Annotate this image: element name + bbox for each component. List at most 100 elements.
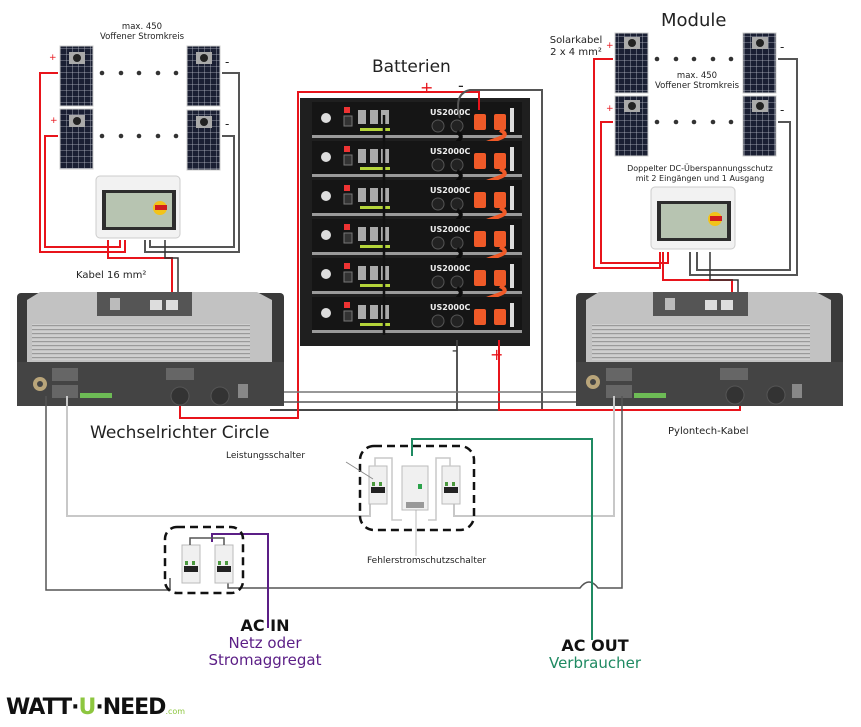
polarity-minus-label: -	[225, 117, 230, 131]
battery-model-label: US2000C	[430, 303, 471, 312]
battery-minus-bottom: -	[452, 343, 458, 359]
left-dc-combiner-box	[95, 175, 181, 239]
can-port	[370, 266, 378, 280]
power-button	[321, 152, 331, 162]
right-ac-in-wire	[227, 396, 623, 589]
left-modules-note: max. 450 Voffener Stromkreis	[92, 22, 192, 42]
soc-leds	[360, 245, 390, 248]
right-modules-note-line1: max. 450	[676, 71, 718, 81]
circuit-breaker-label: Leistungsschalter	[226, 451, 306, 461]
negative-terminal	[450, 275, 464, 289]
rack-handle	[510, 303, 514, 327]
battery-module: US2000C	[312, 258, 522, 317]
polarity-minus-label: -	[225, 55, 230, 69]
positive-connector	[474, 153, 486, 169]
reset-switch	[343, 232, 353, 244]
left-modules-note-line1: max. 450	[121, 22, 163, 32]
positive-connector	[494, 153, 506, 169]
ac-out-heading-left: AC	[561, 636, 586, 655]
ac-in-heading-right: IN	[270, 616, 290, 635]
solar-panel	[742, 95, 777, 157]
solar-panel	[186, 45, 221, 107]
negative-terminal	[450, 197, 464, 211]
battery-model-label: US2000C	[430, 147, 471, 156]
battery-negative-top-wire	[270, 89, 543, 411]
series-dots	[654, 56, 734, 125]
circuit-breaker	[368, 465, 388, 505]
battery-rack: US2000CUS2000CUS2000CUS2000CUS2000CUS200…	[300, 98, 530, 346]
can-port	[370, 110, 378, 124]
rack-handle	[510, 108, 514, 132]
soc-leds	[360, 167, 390, 170]
batteries-title: Batterien	[372, 57, 451, 77]
rs485-port	[358, 110, 366, 124]
power-button	[321, 230, 331, 240]
ac-out-heading-right: OUT	[591, 636, 629, 655]
solar-panel	[186, 109, 221, 171]
polarity-minus-label: -	[780, 40, 785, 54]
left-ac-out-wire	[66, 396, 371, 517]
pv-positive-wire-2	[600, 121, 669, 264]
power-button	[321, 113, 331, 123]
positive-connector	[494, 114, 506, 130]
right-modules-note-line2: Voffener Stromkreis	[654, 81, 740, 91]
ac-out-wire	[411, 438, 593, 640]
rs485-port	[358, 149, 366, 163]
solar-panel	[742, 32, 777, 94]
battery-rail	[312, 291, 522, 294]
positive-connector	[474, 114, 486, 130]
ac-in-heading: AC IN	[195, 616, 335, 635]
negative-terminal	[450, 314, 464, 328]
right-dc-combiner-box	[650, 186, 736, 250]
soc-leds	[360, 128, 390, 131]
rack-handle	[510, 186, 514, 210]
battery-rail	[312, 330, 522, 333]
reset-switch	[343, 193, 353, 205]
reset-switch	[343, 310, 353, 322]
battery-module: US2000C	[312, 102, 522, 161]
reset-switch	[343, 154, 353, 166]
pv-negative-wire-1	[144, 72, 240, 253]
battery-module: US2000C	[312, 180, 522, 239]
solar-panel	[614, 32, 649, 94]
negative-terminal	[431, 119, 445, 133]
battery-rail	[312, 213, 522, 216]
battery-positive-top-wire	[297, 91, 480, 378]
rs485-port	[358, 305, 366, 319]
positive-connector	[494, 192, 506, 208]
left-inverter	[17, 292, 284, 406]
battery-minus-top: -	[458, 76, 464, 95]
battery-negative-bottom-wire	[270, 340, 458, 411]
dip-switch	[344, 302, 350, 308]
battery-plus-bottom: +	[490, 345, 504, 364]
battery-rail	[312, 174, 522, 177]
negative-terminal	[431, 314, 445, 328]
can-port	[370, 227, 378, 241]
right-ac-out-wire	[453, 396, 615, 517]
solar-cable-label: Solarkabel 2 x 4 mm²	[540, 35, 612, 59]
polarity-plus-label: +	[49, 53, 57, 63]
left-ac-in-wire	[45, 396, 171, 591]
polarity-minus-label: -	[780, 103, 785, 117]
rack-handle	[510, 225, 514, 249]
ac-in-heading-left: AC	[240, 616, 265, 635]
residual-current-device	[401, 465, 429, 511]
circuit-breaker	[181, 544, 201, 584]
dip-switch	[344, 185, 350, 191]
polarity-plus-label: +	[606, 104, 614, 114]
negative-terminal	[450, 236, 464, 250]
battery-module: US2000C	[312, 297, 522, 333]
pv-negative-wire-1	[689, 58, 798, 276]
negative-terminal	[431, 197, 445, 211]
rs485-port	[358, 188, 366, 202]
negative-terminal	[450, 158, 464, 172]
pv-negative-wire-2	[149, 135, 235, 248]
ac-out-block: AC OUT Verbraucher	[535, 636, 655, 672]
negative-terminal	[431, 158, 445, 172]
ac-in-block: AC IN Netz oder Stromaggregat	[195, 616, 335, 669]
circuit-breaker	[214, 544, 234, 584]
battery-rail	[312, 135, 522, 138]
rs485-port	[358, 266, 366, 280]
rcd-label: Fehlerstromschutzschalter	[367, 556, 487, 566]
surge-protection-line2: mit 2 Eingängen und 1 Ausgang	[635, 174, 765, 183]
